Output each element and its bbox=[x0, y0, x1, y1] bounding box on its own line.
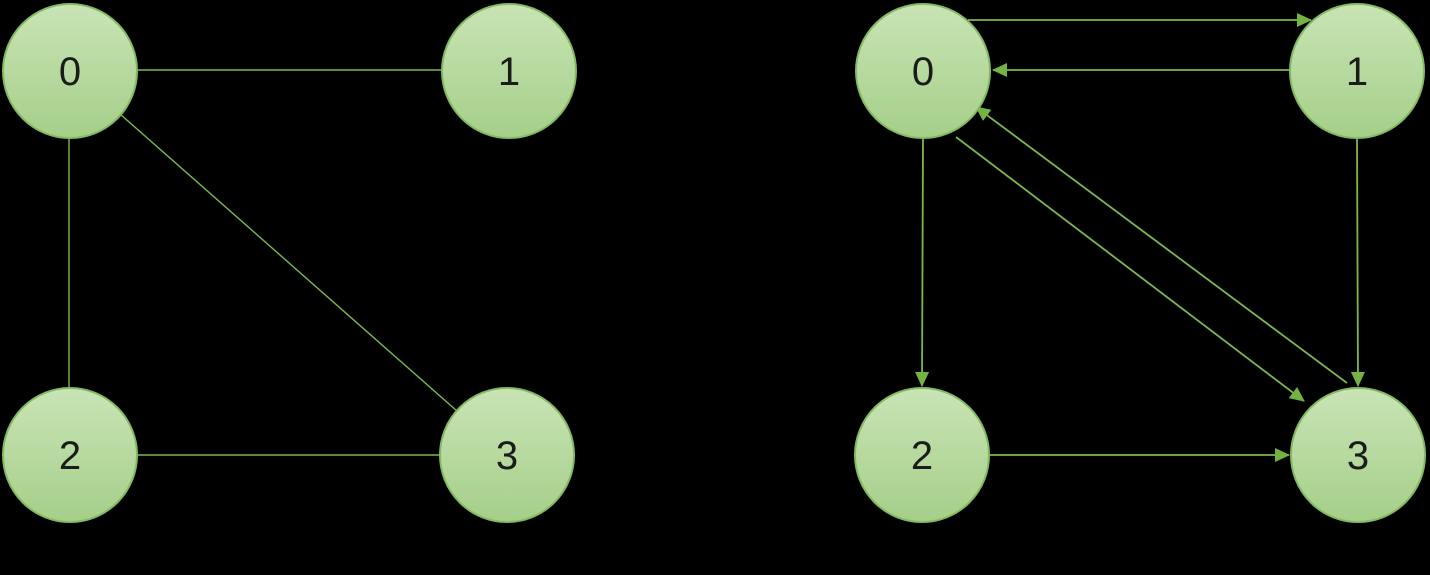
directed-graph-node-0-circle bbox=[855, 3, 991, 139]
undirected-graph-node-1-circle bbox=[441, 3, 577, 139]
directed-graph: 0 1 2 3 bbox=[854, 3, 1426, 523]
undirected-graph-node-3-circle bbox=[439, 387, 575, 523]
directed-graph-node-2-circle bbox=[854, 387, 990, 523]
directed-graph-node-0-label: 0 bbox=[912, 50, 934, 94]
directed-graph-node-3-circle bbox=[1290, 387, 1426, 523]
directed-graph-edge-3-0 bbox=[975, 106, 1348, 384]
undirected-graph-node-3-label: 3 bbox=[496, 434, 518, 478]
directed-graph-edge-0-3 bbox=[955, 136, 1305, 402]
directed-graph-edge-1-3 bbox=[1350, 137, 1365, 387]
undirected-graph-node-3: 3 bbox=[439, 387, 575, 523]
undirected-graph-node-1: 1 bbox=[441, 3, 577, 139]
directed-graph-node-0: 0 bbox=[855, 3, 991, 139]
directed-graph-node-2: 2 bbox=[854, 387, 990, 523]
undirected-graph-node-1-label: 1 bbox=[498, 50, 520, 94]
directed-graph-edge-0-2 bbox=[915, 137, 930, 387]
undirected-graph-edge-0-3 bbox=[119, 113, 458, 412]
directed-graph-node-2-label: 2 bbox=[911, 434, 933, 478]
directed-graph-node-1-circle bbox=[1289, 3, 1425, 139]
undirected-graph-node-0-label: 0 bbox=[59, 50, 81, 94]
directed-graph-node-3: 3 bbox=[1290, 387, 1426, 523]
undirected-graph-node-2: 2 bbox=[2, 387, 138, 523]
directed-graph-node-3-label: 3 bbox=[1347, 434, 1369, 478]
undirected-graph-node-0-circle bbox=[2, 3, 138, 139]
undirected-graph-node-0: 0 bbox=[2, 3, 138, 139]
undirected-graph-node-2-circle bbox=[2, 387, 138, 523]
undirected-graph: 0 1 2 3 bbox=[2, 3, 577, 523]
directed-graph-node-1-label: 1 bbox=[1346, 50, 1368, 94]
directed-graph-node-1: 1 bbox=[1289, 3, 1425, 139]
undirected-graph-node-2-label: 2 bbox=[59, 434, 81, 478]
